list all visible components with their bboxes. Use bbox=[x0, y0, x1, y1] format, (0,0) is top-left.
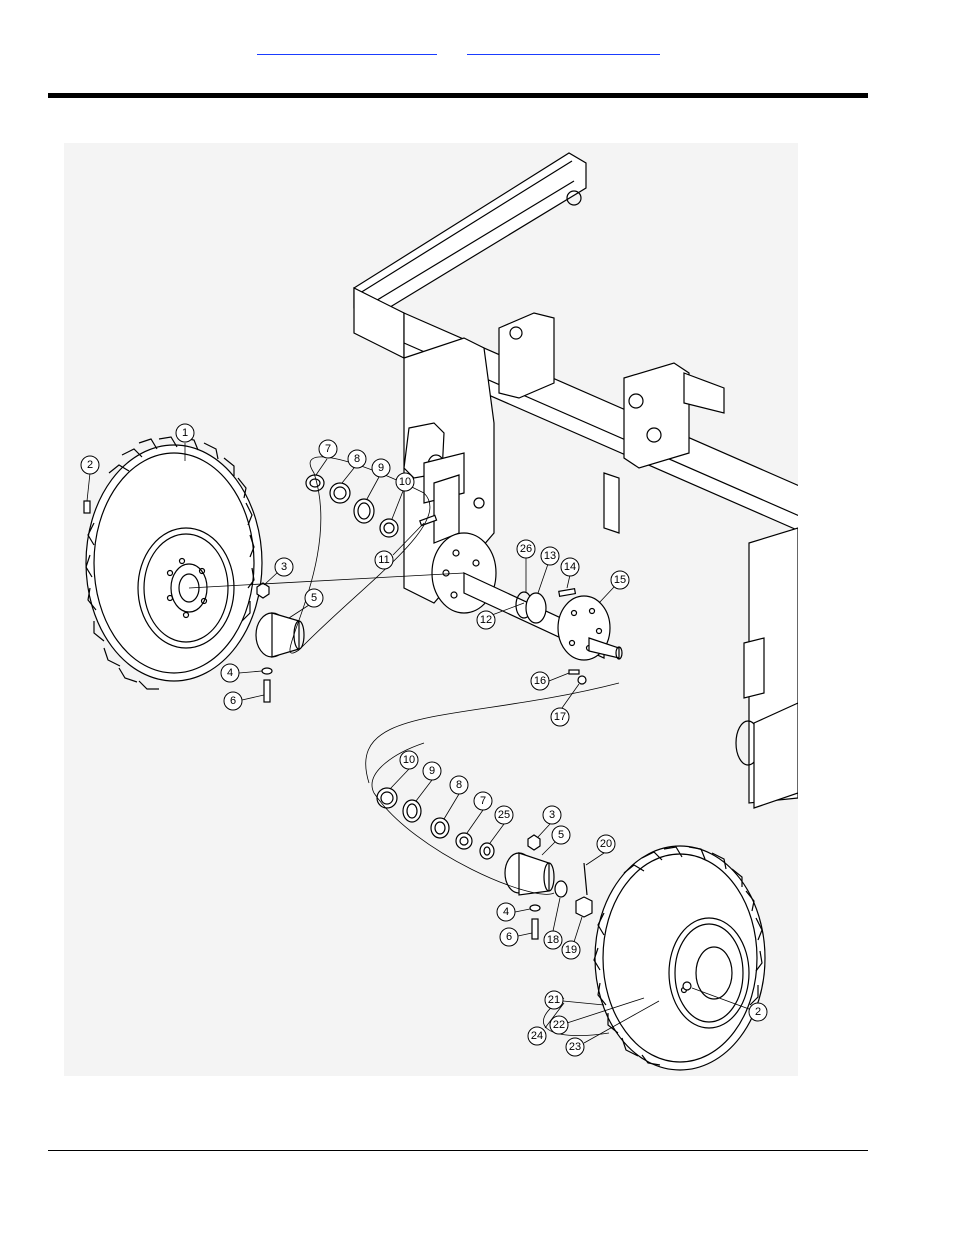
callout-18: 18 bbox=[544, 898, 562, 949]
callout-17: 17 bbox=[551, 684, 579, 726]
svg-text:14: 14 bbox=[564, 561, 576, 573]
svg-text:6: 6 bbox=[230, 695, 236, 707]
callout-16: 16 bbox=[531, 672, 569, 690]
svg-text:10: 10 bbox=[399, 476, 411, 488]
svg-text:3: 3 bbox=[281, 561, 287, 573]
svg-text:8: 8 bbox=[354, 453, 360, 465]
callout-26: 26 bbox=[517, 540, 535, 593]
callout-25: 25 bbox=[490, 806, 513, 843]
svg-text:1: 1 bbox=[182, 427, 188, 439]
svg-text:9: 9 bbox=[378, 462, 384, 474]
callout-15: 15 bbox=[599, 571, 629, 603]
svg-text:21: 21 bbox=[548, 994, 560, 1006]
header-link-2[interactable] bbox=[467, 40, 660, 55]
svg-text:5: 5 bbox=[558, 829, 564, 841]
callout-19: 19 bbox=[562, 917, 582, 959]
callout-8b: 8 bbox=[444, 776, 468, 819]
svg-text:7: 7 bbox=[480, 795, 486, 807]
svg-text:24: 24 bbox=[531, 1030, 543, 1042]
svg-text:11: 11 bbox=[378, 554, 389, 566]
callout-4: 4 bbox=[221, 664, 262, 682]
parts-diagram: 1 2 3 4 5 6 7 8 9 10 11 12 26 13 14 15 1… bbox=[64, 143, 798, 1076]
callout-21: 21 bbox=[545, 991, 604, 1009]
svg-text:9: 9 bbox=[429, 765, 435, 777]
callout-6b: 6 bbox=[500, 928, 532, 946]
callout-3: 3 bbox=[264, 558, 293, 585]
svg-text:4: 4 bbox=[227, 667, 233, 679]
callout-7b: 7 bbox=[467, 792, 492, 833]
svg-text:2: 2 bbox=[87, 459, 93, 471]
header-link-1[interactable] bbox=[257, 40, 437, 55]
svg-text:16: 16 bbox=[534, 675, 546, 687]
callout-9b: 9 bbox=[416, 762, 441, 801]
svg-text:10: 10 bbox=[403, 754, 415, 766]
svg-text:17: 17 bbox=[554, 711, 566, 723]
callout-8: 8 bbox=[342, 450, 366, 483]
callout-9: 9 bbox=[367, 459, 390, 499]
frame-drawing bbox=[354, 153, 798, 808]
callout-13: 13 bbox=[538, 547, 559, 593]
svg-text:13: 13 bbox=[544, 550, 556, 562]
svg-text:12: 12 bbox=[480, 614, 492, 626]
callout-14: 14 bbox=[561, 558, 579, 588]
svg-text:6: 6 bbox=[506, 931, 512, 943]
callout-2: 2 bbox=[81, 456, 99, 501]
svg-text:23: 23 bbox=[569, 1041, 581, 1053]
svg-text:19: 19 bbox=[565, 944, 577, 956]
svg-text:25: 25 bbox=[498, 809, 510, 821]
svg-text:5: 5 bbox=[311, 592, 317, 604]
svg-text:26: 26 bbox=[520, 543, 532, 555]
footer-rule bbox=[48, 1150, 868, 1151]
svg-text:22: 22 bbox=[553, 1019, 565, 1031]
svg-text:15: 15 bbox=[614, 574, 626, 586]
svg-text:3: 3 bbox=[549, 809, 555, 821]
svg-text:4: 4 bbox=[503, 906, 509, 918]
header-rule bbox=[48, 93, 868, 98]
svg-text:8: 8 bbox=[456, 779, 462, 791]
svg-text:20: 20 bbox=[600, 838, 612, 850]
callout-5: 5 bbox=[289, 589, 323, 618]
svg-text:7: 7 bbox=[325, 443, 331, 455]
svg-text:18: 18 bbox=[547, 934, 559, 946]
callout-20: 20 bbox=[586, 835, 615, 865]
parts-drawing: 1 2 3 4 5 6 7 8 9 10 11 12 26 13 14 15 1… bbox=[64, 143, 798, 1076]
callout-4b: 4 bbox=[497, 903, 530, 921]
callout-7: 7 bbox=[316, 440, 337, 475]
svg-text:2: 2 bbox=[755, 1006, 761, 1018]
callout-6: 6 bbox=[224, 692, 264, 710]
callout-5b: 5 bbox=[542, 826, 570, 855]
